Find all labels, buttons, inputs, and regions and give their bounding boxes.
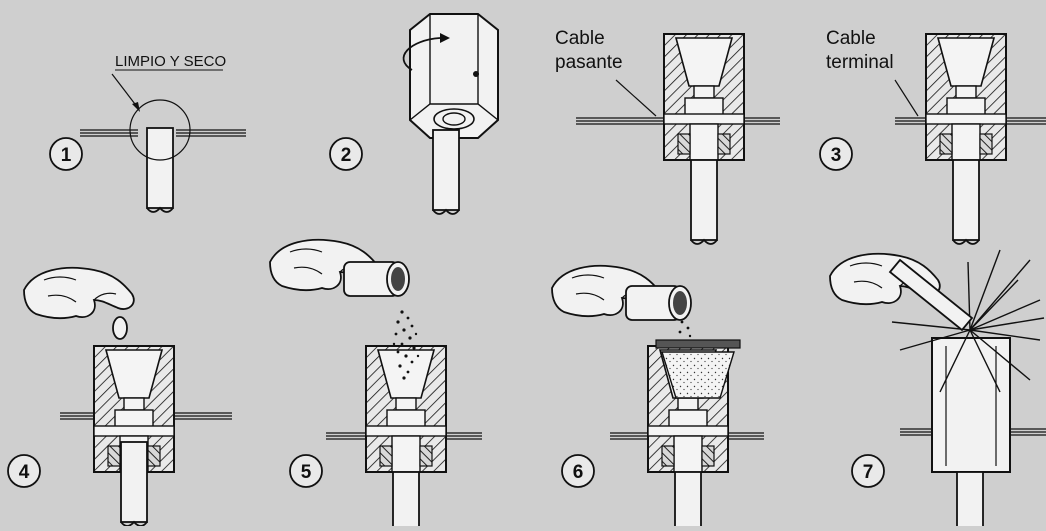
step-3b-panel: Cable terminal 3 xyxy=(819,28,1046,245)
step-2-number: 2 xyxy=(341,145,352,166)
step-7-number: 7 xyxy=(863,462,874,483)
mold-cover xyxy=(655,339,741,349)
flint-igniter xyxy=(888,258,974,332)
leader-line xyxy=(111,73,139,109)
step-2-panel: 2 xyxy=(329,13,499,215)
cable-terminal-label-1: Cable xyxy=(826,28,876,49)
step-1-number: 1 xyxy=(61,145,72,166)
step-3-number: 3 xyxy=(831,145,842,166)
rotate-arrow xyxy=(402,37,441,71)
closed-mold xyxy=(931,337,1011,473)
step-5-panel: 5 xyxy=(269,238,482,531)
inspection-circle xyxy=(129,99,191,161)
step-3a-panel: Cable pasante xyxy=(555,28,780,245)
weld-powder xyxy=(661,351,735,399)
cable-pasante-label-2: pasante xyxy=(555,52,623,73)
cable-pasante-label-1: Cable xyxy=(555,28,605,49)
step-6-panel: 6 xyxy=(551,264,764,531)
ignition-flash xyxy=(891,249,1045,393)
cable-terminal-label-2: terminal xyxy=(826,52,894,73)
step-4-number: 4 xyxy=(19,462,30,483)
step-5-number: 5 xyxy=(301,462,312,483)
step-1-panel: LIMPIO Y SECO 1 xyxy=(49,53,246,213)
metal-disk xyxy=(112,316,128,340)
step-4-panel: 4 xyxy=(7,266,232,527)
step-7-panel: 7 xyxy=(829,249,1046,531)
powder-stream xyxy=(392,310,420,380)
step-6-number: 6 xyxy=(573,462,584,483)
clean-dry-label: LIMPIO Y SECO xyxy=(115,53,226,70)
